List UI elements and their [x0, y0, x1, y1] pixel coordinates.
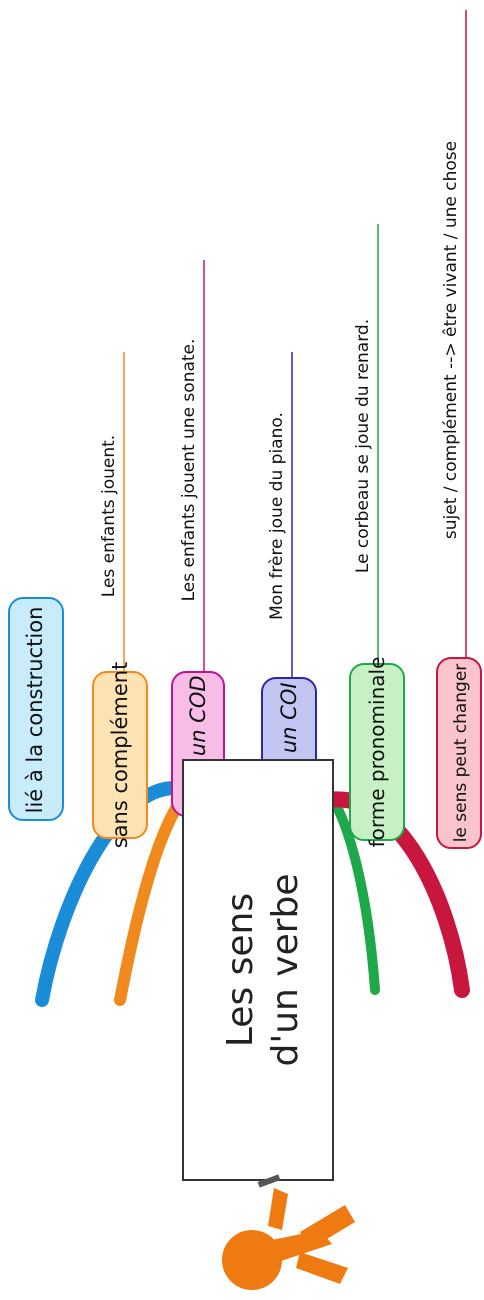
branch-label-construction: lié à la construction — [23, 607, 47, 814]
example-text-cod: Les enfants jouent une sonate. — [179, 339, 199, 602]
central-box — [182, 759, 334, 1181]
orange-person-figure-icon — [222, 1174, 355, 1290]
central-title-line2: d'un verbe — [265, 873, 306, 1066]
central-node: Les sens d'un verbe — [182, 759, 334, 1181]
branch-box-sans-complement: sans complément — [92, 662, 148, 849]
central-title-line1: Les sens — [220, 893, 261, 1047]
example-text-sans-complement: Les enfants jouent. — [99, 435, 119, 597]
example-text-coi: Mon frère joue du piano. — [267, 412, 287, 620]
branch-label-sans-complement: sans complément — [108, 662, 132, 849]
branch-box-construction: lié à la construction — [8, 597, 64, 821]
branch-box-sens-change: le sens peut changer — [436, 657, 482, 849]
branch-label-sens-change: le sens peut changer — [451, 664, 471, 843]
branch-box-pronominale: forme pronominale — [349, 657, 405, 848]
branch-curve-construction — [35, 781, 197, 1007]
branch-label-pronominale: forme pronominale — [365, 657, 389, 848]
example-text-sens-change: sujet / complément --> être vivant / une… — [441, 141, 461, 539]
example-text-pronominale: Le corbeau se joue du renard. — [353, 319, 373, 573]
